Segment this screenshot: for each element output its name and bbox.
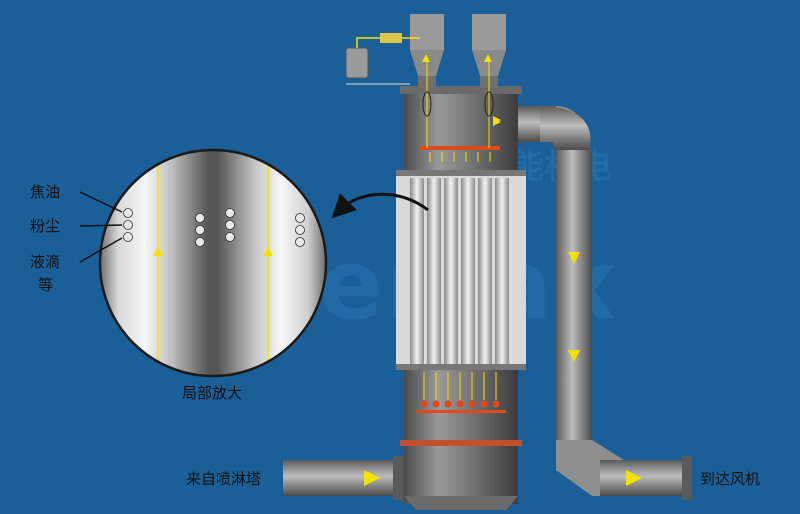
label-droplets: 液滴 [30,253,60,271]
power-supply [345,33,420,85]
lower-electrode [416,372,506,413]
upper-flow-arrow [493,116,501,124]
label-dust: 粉尘 [30,217,60,235]
upper-electrode [420,146,500,162]
zoom-caption: 局部放大 [182,384,242,402]
inlet-label: 来自喷淋塔 [186,470,261,488]
label-etc: 等 [38,276,53,294]
precipitator-body [396,86,526,510]
outlet-label: 到达风机 [700,470,760,488]
inlet-pipe [283,456,403,500]
outlet-duct [518,106,692,500]
insulator-towers [410,14,506,148]
zoom-detail [98,148,328,378]
label-tar: 焦油 [30,183,60,201]
zoom-pointer-arrow [331,192,429,219]
label-pointers [79,191,123,263]
